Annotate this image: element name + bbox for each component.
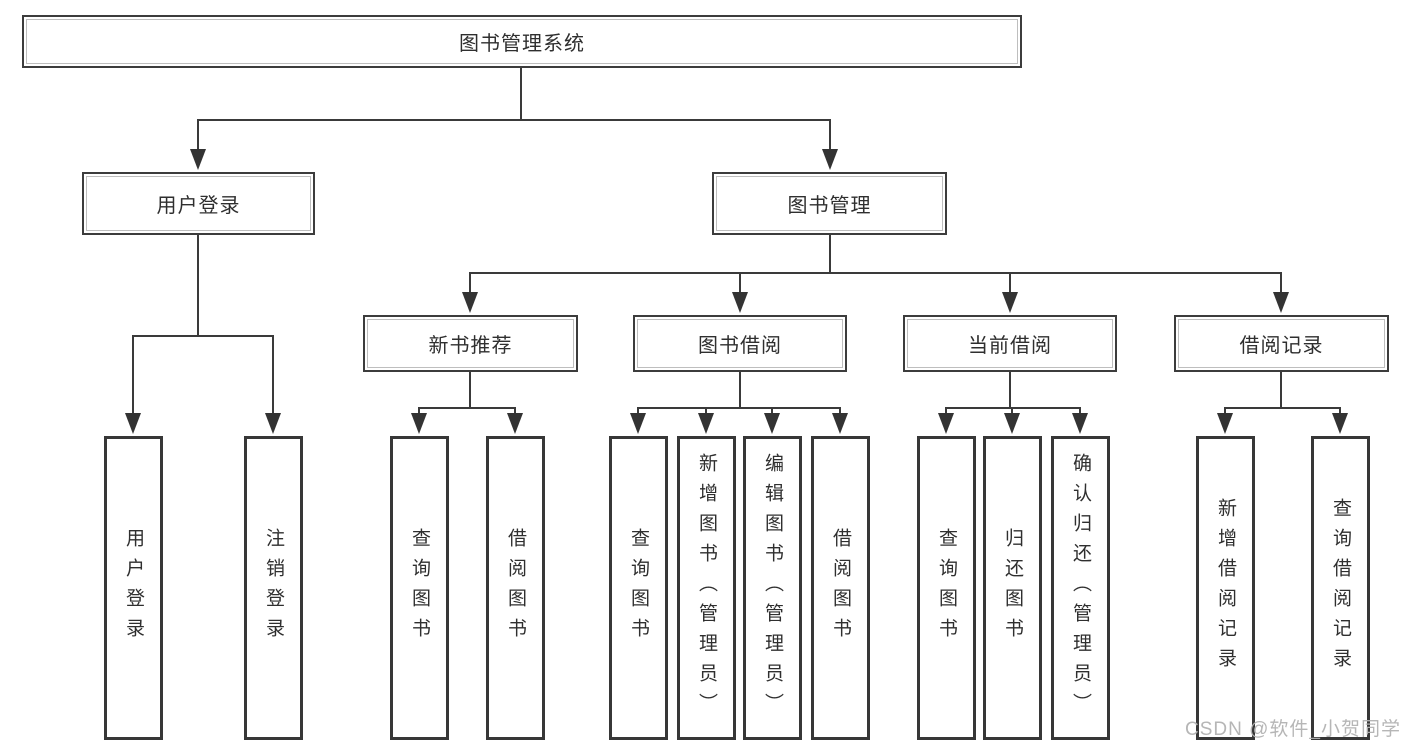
leaf-borrow-books-recommend: 借阅图书: [486, 436, 545, 740]
node-book-management-label: 图书管理: [787, 195, 872, 217]
node-borrowing-records-label: 借阅记录: [1239, 335, 1324, 357]
node-user-login: 用户登录: [82, 172, 315, 235]
arrowhead-group: [125, 149, 1348, 434]
node-user-login-label: 用户登录: [156, 195, 241, 217]
leaf-query-books-current-label: 查询图书: [936, 528, 957, 648]
leaf-query-borrow-record: 查询借阅记录: [1311, 436, 1370, 740]
leaf-query-borrow-record-label: 查询借阅记录: [1330, 498, 1351, 678]
leaf-add-book-admin-label: 新增图书（管理员）: [696, 453, 717, 723]
leaf-return-books-label: 归还图书: [1002, 528, 1023, 648]
node-new-book-recommend-label: 新书推荐: [428, 335, 513, 357]
node-current-borrowing-label: 当前借阅: [968, 335, 1052, 357]
leaf-query-books-borrowing: 查询图书: [609, 436, 668, 740]
node-book-borrowing-label: 图书借阅: [698, 335, 782, 357]
leaf-query-books-current: 查询图书: [917, 436, 976, 740]
leaf-borrow-books-borrowing-label: 借阅图书: [830, 528, 851, 648]
leaf-add-borrow-record-label: 新增借阅记录: [1215, 498, 1236, 678]
node-book-management: 图书管理: [712, 172, 947, 235]
node-root-label: 图书管理系统: [459, 33, 585, 55]
leaf-logout: 注销登录: [244, 436, 303, 740]
leaf-query-books-recommend-label: 查询图书: [409, 528, 430, 648]
leaf-add-book-admin: 新增图书（管理员）: [677, 436, 736, 740]
leaf-add-borrow-record: 新增借阅记录: [1196, 436, 1255, 740]
leaf-logout-label: 注销登录: [263, 528, 284, 648]
leaf-return-books: 归还图书: [983, 436, 1042, 740]
node-new-book-recommend: 新书推荐: [363, 315, 578, 372]
node-current-borrowing: 当前借阅: [903, 315, 1117, 372]
leaf-confirm-return-admin: 确认归还（管理员）: [1051, 436, 1110, 740]
node-borrowing-records: 借阅记录: [1174, 315, 1389, 372]
leaf-user-login: 用户登录: [104, 436, 163, 740]
node-book-borrowing: 图书借阅: [633, 315, 847, 372]
leaf-edit-book-admin: 编辑图书（管理员）: [743, 436, 802, 740]
leaf-user-login-label: 用户登录: [123, 528, 144, 648]
leaf-query-books-borrowing-label: 查询图书: [628, 528, 649, 648]
leaf-edit-book-admin-label: 编辑图书（管理员）: [762, 453, 783, 723]
leaf-confirm-return-admin-label: 确认归还（管理员）: [1070, 453, 1091, 723]
node-root: 图书管理系统: [22, 15, 1022, 68]
leaf-borrow-books-recommend-label: 借阅图书: [505, 528, 526, 648]
leaf-borrow-books-borrowing: 借阅图书: [811, 436, 870, 740]
watermark: CSDN @软件_小贺同学: [1185, 719, 1401, 740]
leaf-query-books-recommend: 查询图书: [390, 436, 449, 740]
